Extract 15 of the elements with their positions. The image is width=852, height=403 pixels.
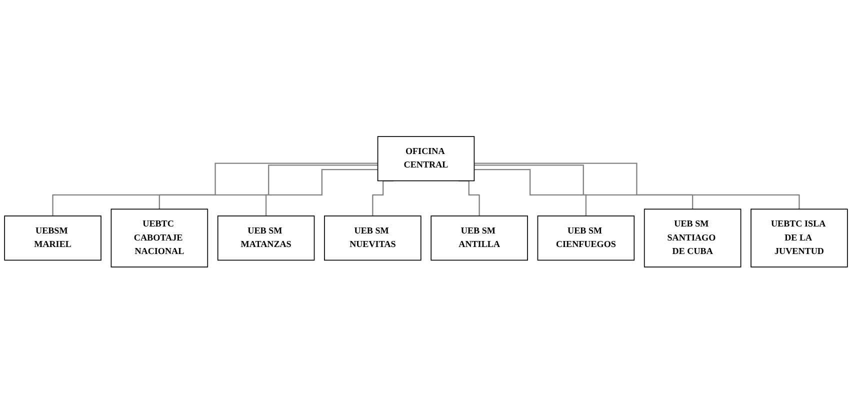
node-box: UEBSM MARIEL	[4, 215, 102, 260]
node-box: UEB SM ANTILLA	[430, 215, 528, 260]
connector	[474, 164, 694, 210]
node-box: OFICINA CENTRAL	[377, 136, 475, 181]
node-box: UEBTC ISLA DE LA JUVENTUD	[750, 208, 848, 268]
node-box: UEB SM NUEVITAS	[324, 215, 422, 260]
connector	[158, 164, 378, 210]
node-box: UEBTC CABOTAJE NACIONAL	[110, 208, 208, 268]
connector	[265, 168, 378, 216]
node-box: UEB SM SANTIAGO DE CUBA	[644, 208, 742, 268]
node-box: UEB SM MATANZAS	[217, 215, 315, 260]
connector	[474, 162, 800, 210]
connector	[52, 162, 378, 216]
node-box: UEB SM CIENFUEGOS	[537, 215, 635, 260]
connector	[474, 168, 587, 216]
